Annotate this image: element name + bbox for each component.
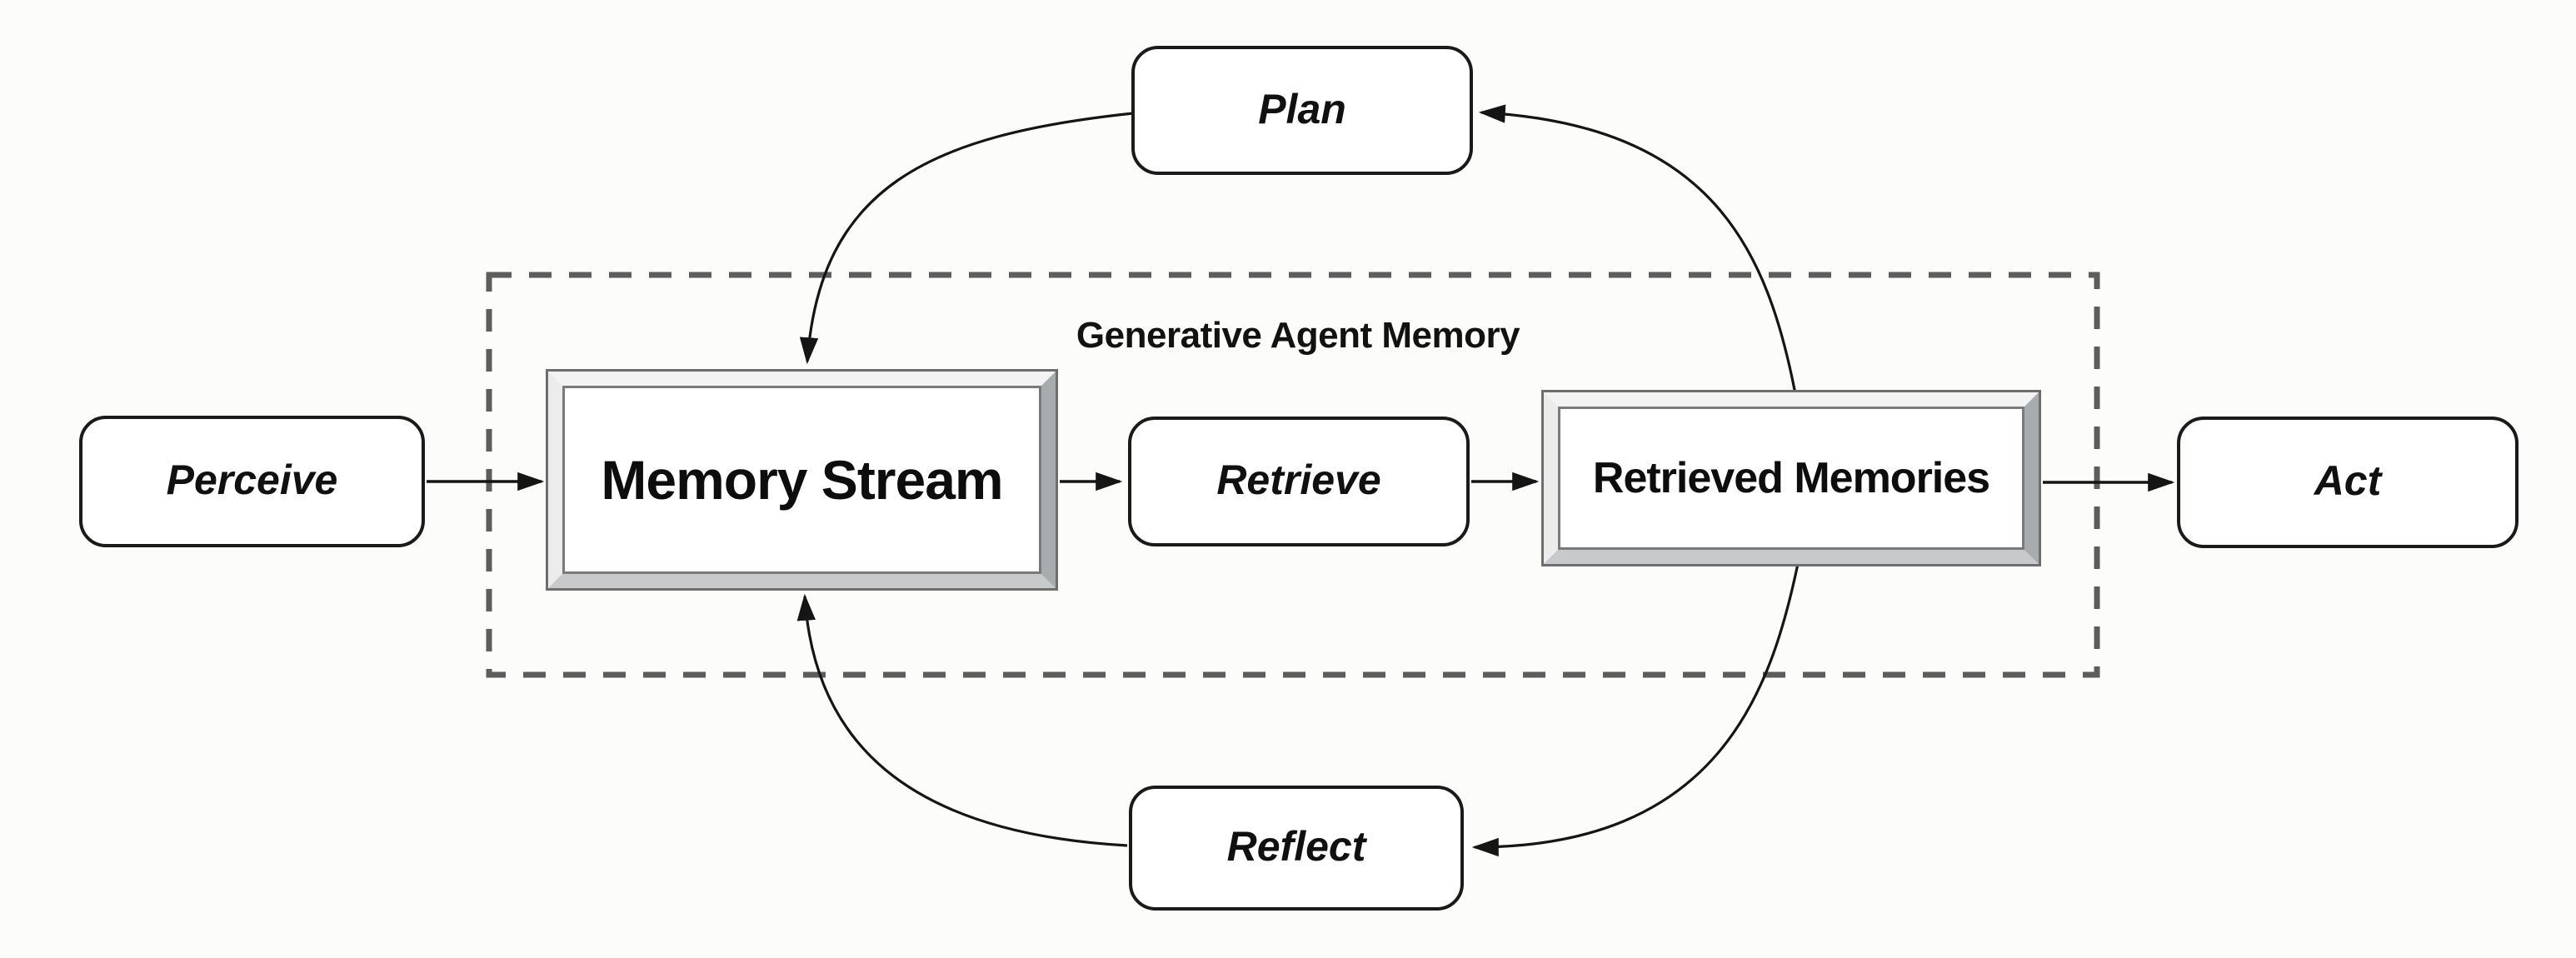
node-plan: Plan (1131, 46, 1473, 175)
retrieved-memories-face: Retrieved Memories (1558, 407, 2024, 550)
node-reflect: Reflect (1129, 786, 1464, 911)
memory-stream-face: Memory Stream (562, 386, 1041, 574)
node-memory-stream: Memory Stream (546, 369, 1058, 591)
node-act-label: Act (2314, 457, 2382, 504)
arrow-plan-to-memory-stream (799, 112, 1134, 365)
node-memory-stream-label: Memory Stream (601, 449, 1003, 511)
node-retrieved-memories: Retrieved Memories (1541, 390, 2041, 566)
node-reflect-label: Reflect (1226, 823, 1366, 870)
node-retrieve: Retrieve (1128, 417, 1470, 546)
dashed-container-border (486, 272, 2100, 678)
memory-stream-bevel: Memory Stream (548, 372, 1056, 588)
node-retrieve-label: Retrieve (1216, 457, 1381, 503)
arrow-retrieved-memories-to-plan (1478, 104, 1798, 399)
node-perceive-label: Perceive (166, 457, 338, 503)
node-perceive: Perceive (79, 416, 425, 547)
arrow-reflect-to-memory-stream (796, 593, 1128, 847)
container-title: Generative Agent Memory (1076, 315, 1520, 356)
arrow-retrieved-memories-to-reflect (1471, 559, 1800, 857)
node-act: Act (2177, 417, 2519, 548)
node-plan-label: Plan (1258, 85, 1346, 132)
retrieved-memories-bevel: Retrieved Memories (1544, 392, 2039, 564)
node-retrieved-memories-label: Retrieved Memories (1592, 454, 1990, 502)
